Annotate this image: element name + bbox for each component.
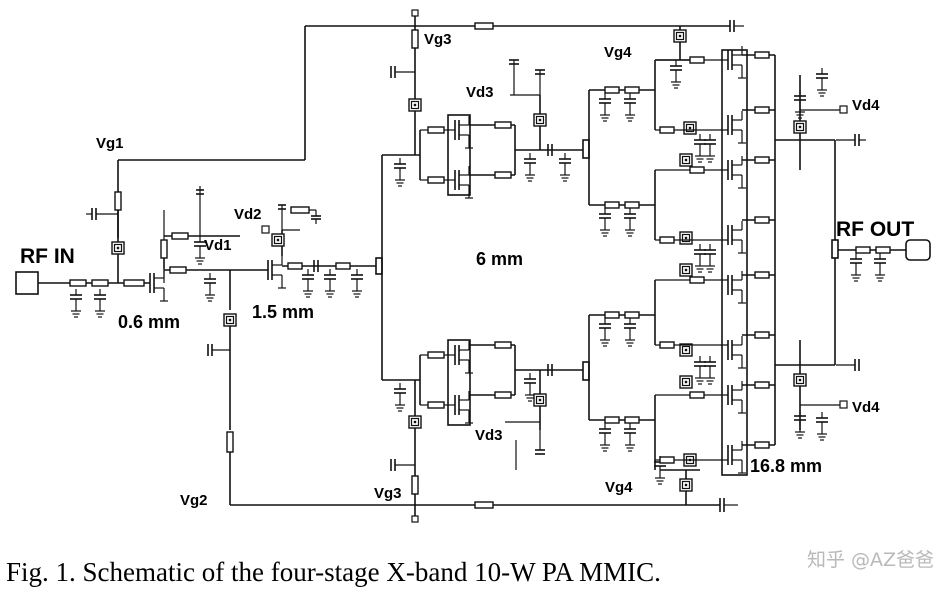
vg4-top-label: Vg4 xyxy=(604,44,632,61)
vg4-bottom-label: Vg4 xyxy=(605,479,633,496)
vd4-top-pad xyxy=(839,105,848,114)
stage4-size-label: 16.8 mm xyxy=(750,456,822,476)
stage1-size-label: 0.6 mm xyxy=(118,312,180,332)
stage4-drain-combiner xyxy=(742,51,836,449)
rf-out-label: RF OUT xyxy=(836,218,914,241)
vg1-label: Vg1 xyxy=(96,135,124,152)
stage3-section xyxy=(381,9,583,523)
vd4-bottom-pad xyxy=(839,400,848,409)
vd4-bottom-label: Vd4 xyxy=(852,399,880,416)
stage4-gate-feeds xyxy=(655,56,728,464)
pa-schematic: RF IN RF OUT Vg1 Vg2 Vg3 Vg3 Vg4 Vg4 Vd1… xyxy=(15,9,931,523)
vd2-label: Vd2 xyxy=(234,206,262,223)
stage4-device-box xyxy=(721,49,748,476)
stage4-section xyxy=(582,26,931,505)
vg1-route xyxy=(304,20,744,160)
rf-out-port xyxy=(905,239,931,261)
rf-in-label: RF IN xyxy=(20,245,75,268)
vd4-top-label: Vd4 xyxy=(852,97,880,114)
watermark-text: 知乎 @AZ爸爸 xyxy=(806,549,934,571)
stage2-section xyxy=(230,204,383,297)
vg2-label: Vg2 xyxy=(180,492,208,509)
stage2-size-label: 1.5 mm xyxy=(252,302,314,322)
vd1-label: Vd1 xyxy=(204,237,232,254)
stage3-top-device-box xyxy=(447,114,471,196)
stage3-bottom-device-box xyxy=(447,339,471,426)
vd3-bottom-label: Vd3 xyxy=(475,427,503,444)
rf-in-port xyxy=(15,271,39,295)
vd3-top-label: Vd3 xyxy=(466,84,494,101)
stage3-size-label: 6 mm xyxy=(476,249,523,269)
vg2-bias-network xyxy=(207,313,738,512)
input-section xyxy=(15,159,305,317)
vg3-top-label: Vg3 xyxy=(424,31,452,48)
vg3-bottom-label: Vg3 xyxy=(374,485,402,502)
figure-caption: Fig. 1. Schematic of the four-stage X-ba… xyxy=(6,557,661,587)
